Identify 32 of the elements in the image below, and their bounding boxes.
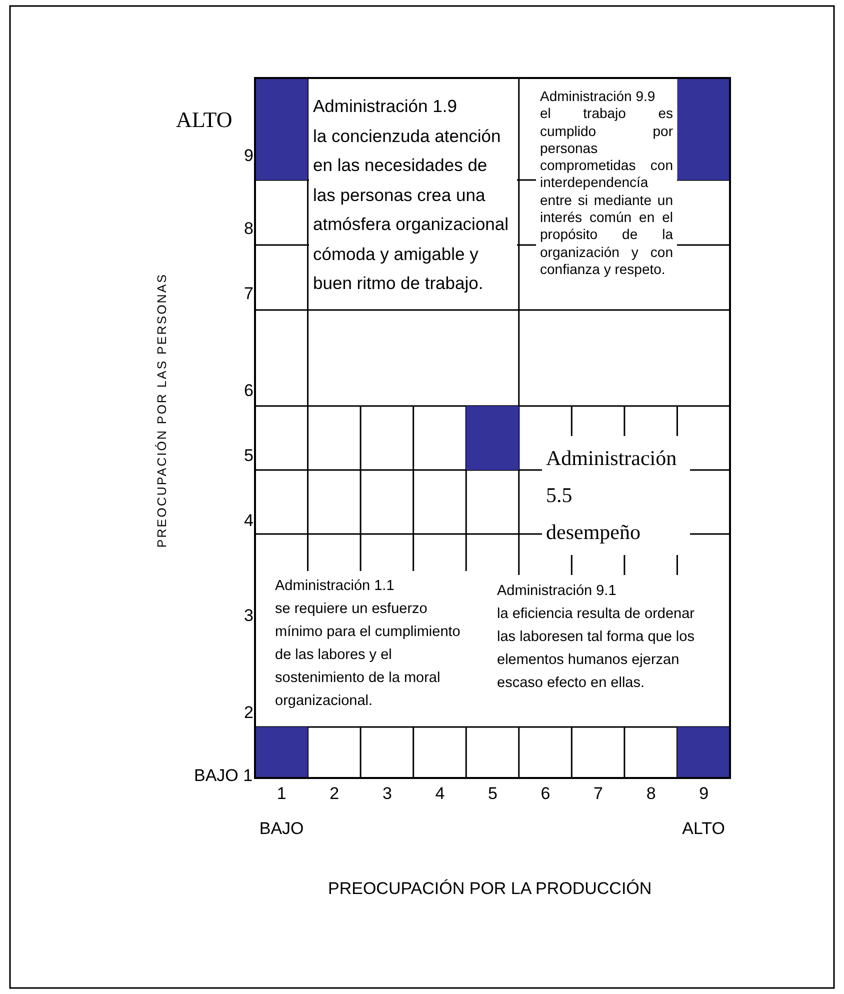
tick-label: 5 — [488, 785, 498, 802]
tick-label: 8 — [646, 785, 656, 802]
body-text: la eficiencia resulta de ordenar las laboresen tal forma que los elementos humanos ejerzan escaso efecto en ellas. — [497, 605, 696, 693]
tick-label: 4 — [244, 512, 254, 528]
body-text: desempeño — [546, 519, 642, 546]
scale-label: BAJO — [259, 820, 304, 837]
scale-label: ALTO — [682, 820, 725, 837]
tick-label: 2 — [244, 704, 254, 720]
tick-label: 6 — [244, 382, 254, 398]
body-text: la concienzuda atención en las necesidades de las personas crea una atmósfera organizacional cómoda y amigable y buen ritmo de trabajo. — [313, 124, 510, 295]
tick-label: 1 — [276, 785, 286, 802]
heading-text: Administración 1.9 — [313, 95, 458, 118]
tick-label: 9 — [244, 146, 254, 164]
heading-text: Administración 9.9 — [540, 88, 656, 106]
tick-label: 2 — [330, 785, 340, 802]
body-text: el trabajo es cumplido por personas comprometidas con interdependencía entre si mediante un interés común en el propósito de la organización y con confianza y respeto. — [540, 105, 673, 278]
tick-label: 3 — [382, 785, 392, 802]
tick-label: 4 — [435, 785, 445, 802]
tick-label: 8 — [244, 220, 254, 236]
heading-text: Administración 1.1 — [275, 577, 396, 596]
tick-label: 9 — [699, 785, 709, 802]
tick-label: BAJO 1 — [194, 766, 253, 784]
body-text: se requiere un esfuerzo mínimo para el cumplimiento de las labores y el sostenimiento de la moral organizacional. — [275, 600, 462, 711]
tick-label: 6 — [540, 785, 550, 802]
tick-label: 5 — [244, 446, 254, 464]
axis-title: PREOCUPACIÓN POR LAS PERSONAS — [156, 272, 168, 548]
tick-label: 7 — [594, 785, 604, 802]
tick-label: 3 — [244, 606, 254, 624]
heading-text: Administración 9.1 — [497, 582, 618, 601]
tick-label: 7 — [244, 284, 254, 302]
axis-title: PREOCUPACIÓN POR LA PRODUCCIÓN — [328, 880, 652, 897]
scale-label: ALTO — [176, 109, 232, 131]
